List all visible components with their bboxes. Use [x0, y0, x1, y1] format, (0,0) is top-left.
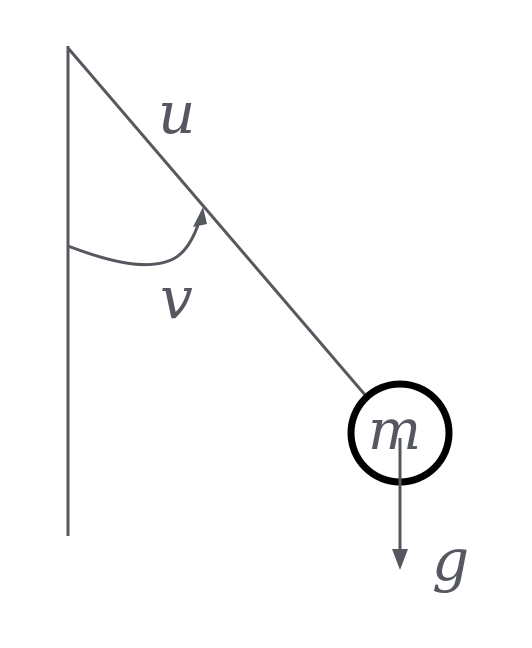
down-arrow-icon: [392, 549, 408, 570]
rod-label: u: [158, 79, 195, 147]
pendulum-rod: [66, 47, 368, 397]
angle-label: v: [160, 264, 193, 332]
gravity-label: g: [432, 526, 469, 594]
angle-arc: [67, 221, 201, 267]
curved-arrow-icon: [193, 207, 207, 227]
mass-label: m: [368, 398, 421, 463]
